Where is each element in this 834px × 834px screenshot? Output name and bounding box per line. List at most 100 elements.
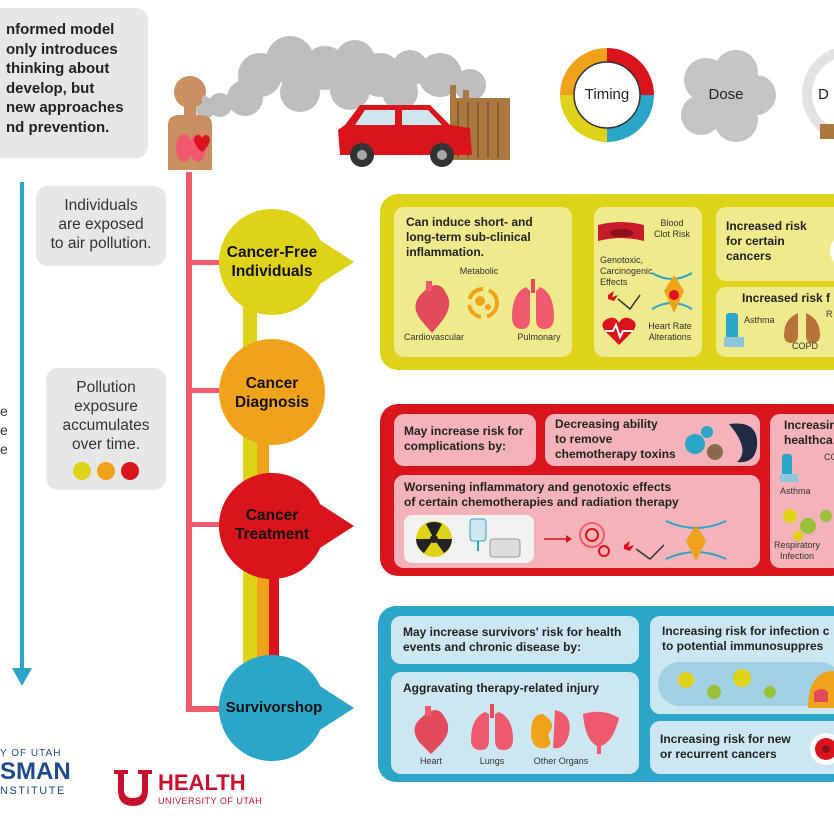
flow-line-pink [186, 172, 192, 712]
cancer-cell-icon [830, 240, 834, 262]
asthma-label: Asthma [744, 315, 775, 325]
note-line: are exposed [58, 216, 144, 233]
organ-icons [414, 704, 619, 754]
organ-icons [415, 279, 554, 333]
stage-line: Cancer [245, 507, 299, 524]
bladder-icon [583, 711, 619, 754]
inflammation-card: Can induce short- and long-term sub-clin… [394, 207, 572, 357]
label-line: Infection [779, 551, 815, 561]
intro-line: nformed model [6, 21, 115, 38]
stage-shapes [218, 208, 354, 761]
stage-line: Cancer [245, 375, 299, 392]
lungs-label: Lungs [479, 756, 505, 766]
exposed-note: Individuals are exposed to air pollution… [36, 186, 166, 266]
heart-rate-label: Heart Rate Alterations [638, 321, 702, 343]
huntsman-logo: Y OF UTAH SMAN NSTITUTE [0, 748, 80, 797]
flow-branch [186, 522, 226, 527]
infection-text: Increasing risk for infection c to poten… [662, 624, 829, 654]
partial-label: R [826, 309, 833, 319]
blood-clot-icon [598, 222, 644, 241]
text-line: to remove [555, 432, 613, 446]
red-dot [121, 462, 139, 480]
lungs-icon [471, 704, 513, 750]
car-icon [338, 105, 472, 167]
stage-treatment-label: Cancer Treatment [212, 506, 332, 544]
edge-fragment: e [0, 422, 8, 438]
increased-cancers-text: Increased risk for certain cancers [726, 219, 807, 264]
survivors-risk-card: May increase survivors' risk for health … [391, 616, 639, 664]
logo-univ-utah-text: UNIVERSITY OF UTAH [158, 796, 263, 806]
stream-red [269, 550, 279, 680]
timeline-arrow-head-icon [12, 668, 32, 686]
accumulates-note: Pollution exposure accumulates over time… [46, 368, 166, 490]
note-line: exposure [74, 398, 138, 415]
duration-icon-partial [802, 48, 834, 140]
exposure-dots [46, 462, 166, 480]
damage-pathway-icon [544, 520, 727, 561]
note-line: to air pollution. [50, 235, 152, 252]
flow-branch [186, 260, 226, 265]
cancer-cell-icon [810, 733, 834, 765]
text-line: healthca [784, 433, 833, 447]
recurrent-text: Increasing risk for new or recurrent can… [660, 732, 791, 762]
text-line: of certain chemotherapies and radiation … [404, 495, 679, 509]
label-line: Genotoxic, [600, 255, 644, 265]
healthcare-card: Increasin healthca Asthma CO Respiratory… [770, 414, 834, 568]
iv-bag-icon [469, 518, 521, 558]
stage-line: Treatment [234, 526, 310, 543]
text-line: May increase survivors' risk for health [403, 625, 622, 639]
text-line: Increasing risk for infection c [662, 624, 830, 638]
orange-dot [97, 462, 115, 480]
stage-diagnosis-label: Cancer Diagnosis [212, 374, 332, 412]
person-icon [168, 76, 215, 170]
note-line: accumulates [62, 417, 150, 434]
asthma-label: Asthma [780, 486, 811, 496]
intro-text-box: nformed model only introduces thinking a… [0, 8, 148, 158]
heart-icon [414, 706, 449, 754]
kidney-icon [531, 710, 570, 749]
intro-line: only introduces [6, 40, 118, 58]
edge-fragment: e [0, 441, 8, 457]
smoke-cloud-icon [196, 36, 486, 119]
edge-fragment: e [0, 403, 8, 419]
timing-wheel-icon [560, 48, 654, 142]
copd-label: COPD [792, 341, 819, 351]
heart-icon [415, 281, 450, 333]
stage-line: Cancer-Free [226, 244, 318, 261]
metabolic-label: Metabolic [459, 266, 499, 276]
label-line: Heart Rate [648, 321, 692, 331]
note-line: Individuals [64, 197, 138, 214]
therapy-icons [404, 515, 534, 563]
worsening-text: Worsening inflammatory and genotoxic eff… [404, 480, 679, 510]
timeline-arrow-line [20, 182, 24, 672]
flow-line-pink-bottom [186, 706, 226, 712]
stage-line: Diagnosis [234, 394, 310, 411]
cancers-card: Increased risk for certain cancers [716, 207, 834, 281]
label-line: Carcinogenic [600, 266, 653, 276]
radiation-icon [416, 521, 452, 557]
cardiovascular-label: Cardiovascular [403, 332, 465, 342]
effects-card: Blood Clot Risk Genotoxic, Carcinogenic … [594, 207, 702, 357]
stage-cancer-free-label: Cancer-Free Individuals [212, 243, 332, 281]
respiratory-risk-card: Increased risk f Asthma COPD R [716, 287, 834, 357]
respiratory-label: Respiratory Infection [774, 540, 820, 562]
text-line: Decreasing ability [555, 417, 658, 431]
text-line: May increase risk for [404, 424, 524, 438]
recurrent-card: Increasing risk for new or recurrent can… [650, 721, 834, 774]
intro-line: thinking about [6, 60, 110, 77]
text-line: for certain [726, 234, 785, 248]
intro-line: new approaches [6, 99, 124, 116]
text-line: Increasing risk for new [660, 732, 791, 746]
stage-survivorship-label: Survivorshop [212, 698, 336, 717]
heart-label: Heart [419, 756, 442, 766]
other-organs-label: Other Organs [533, 756, 589, 766]
u-logo-icon [114, 770, 152, 806]
flow-branch [186, 388, 226, 393]
duration-label-partial: D [818, 86, 829, 103]
copd-lungs-icon [784, 313, 820, 343]
edge-text-fragments: e e e [0, 402, 8, 459]
increased-risk-text: Increased risk f [742, 291, 831, 305]
inhaler-icon [724, 313, 744, 347]
stage-line: Survivorshop [225, 699, 323, 716]
text-line: to potential immunosuppres [662, 639, 824, 653]
